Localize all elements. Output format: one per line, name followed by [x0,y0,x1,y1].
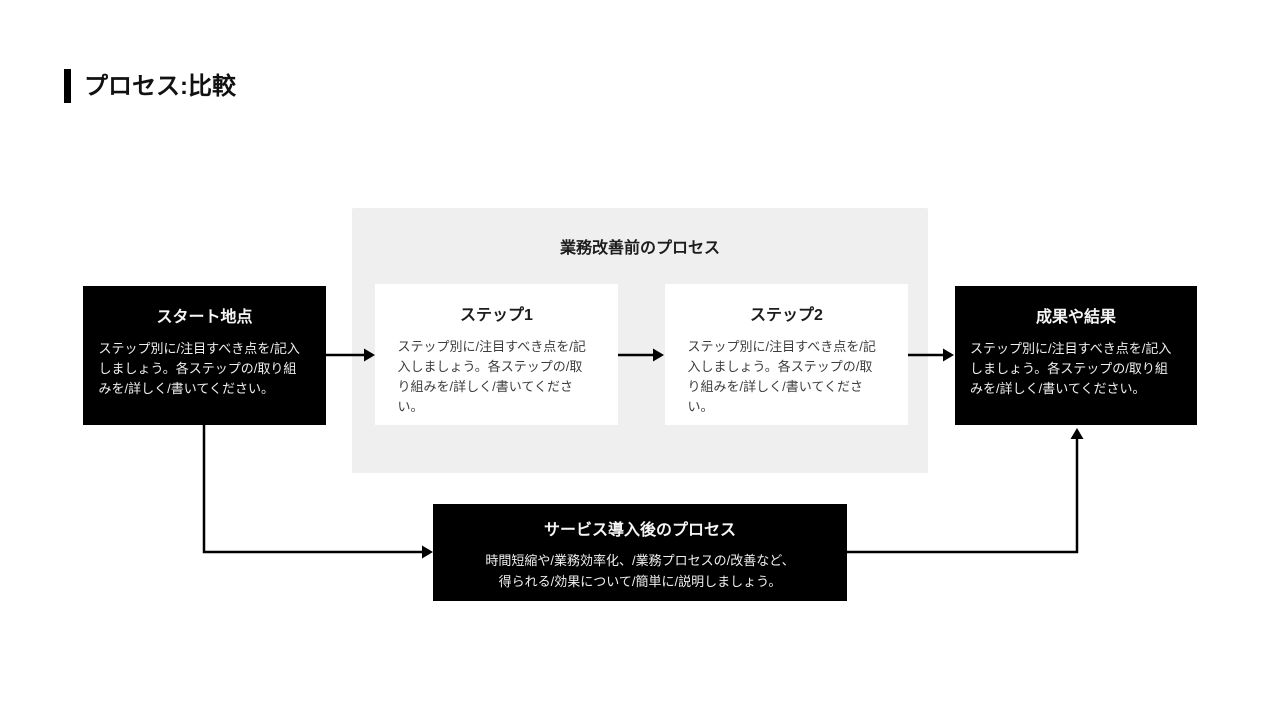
arrowhead-start-to-after-icon [422,545,433,559]
node-step2[interactable]: ステップ2 ステップ別に/注目すべき点を/記 入しましょう。各ステップの/取 り… [665,284,908,425]
node-step1[interactable]: ステップ1 ステップ別に/注目すべき点を/記 入しましょう。各ステップの/取 り… [375,284,618,425]
node-after-service-body: 時間短縮や/業務効率化、/業務プロセスの/改善など、 得られる/効果について/簡… [485,553,795,589]
node-step1-title: ステップ1 [460,307,533,324]
arrowhead-step2-to-result-icon [943,348,954,362]
node-start-title: スタート地点 [156,309,253,326]
node-start-body: ステップ別に/注目すべき点を/記入 しましょう。各ステップの/取り組 みを/詳し… [98,341,300,396]
node-step2-title: ステップ2 [750,307,823,324]
node-result-title: 成果や結果 [1035,309,1116,326]
node-result[interactable]: 成果や結果 ステップ別に/注目すべき点を/記入 しましょう。各ステップの/取り組… [955,286,1197,425]
node-step2-body: ステップ別に/注目すべき点を/記 入しましょう。各ステップの/取 り組みを/詳し… [687,339,876,414]
title-accent-bar [64,69,71,103]
node-after-service-title: サービス導入後のプロセス [543,522,736,539]
before-process-group-title: 業務改善前のプロセス [559,240,720,257]
page-title: プロセス:比較 [84,73,236,100]
node-after-service[interactable]: サービス導入後のプロセス 時間短縮や/業務効率化、/業務プロセスの/改善など、 … [433,504,847,601]
node-result-body: ステップ別に/注目すべき点を/記入 しましょう。各ステップの/取り組 みを/詳し… [970,341,1172,396]
node-step1-body: ステップ別に/注目すべき点を/記 入しましょう。各ステップの/取 り組みを/詳し… [397,339,586,414]
node-start[interactable]: スタート地点 ステップ別に/注目すべき点を/記入 しましょう。各ステップの/取り… [83,286,326,425]
arrowhead-after-to-result-icon [1070,428,1084,439]
